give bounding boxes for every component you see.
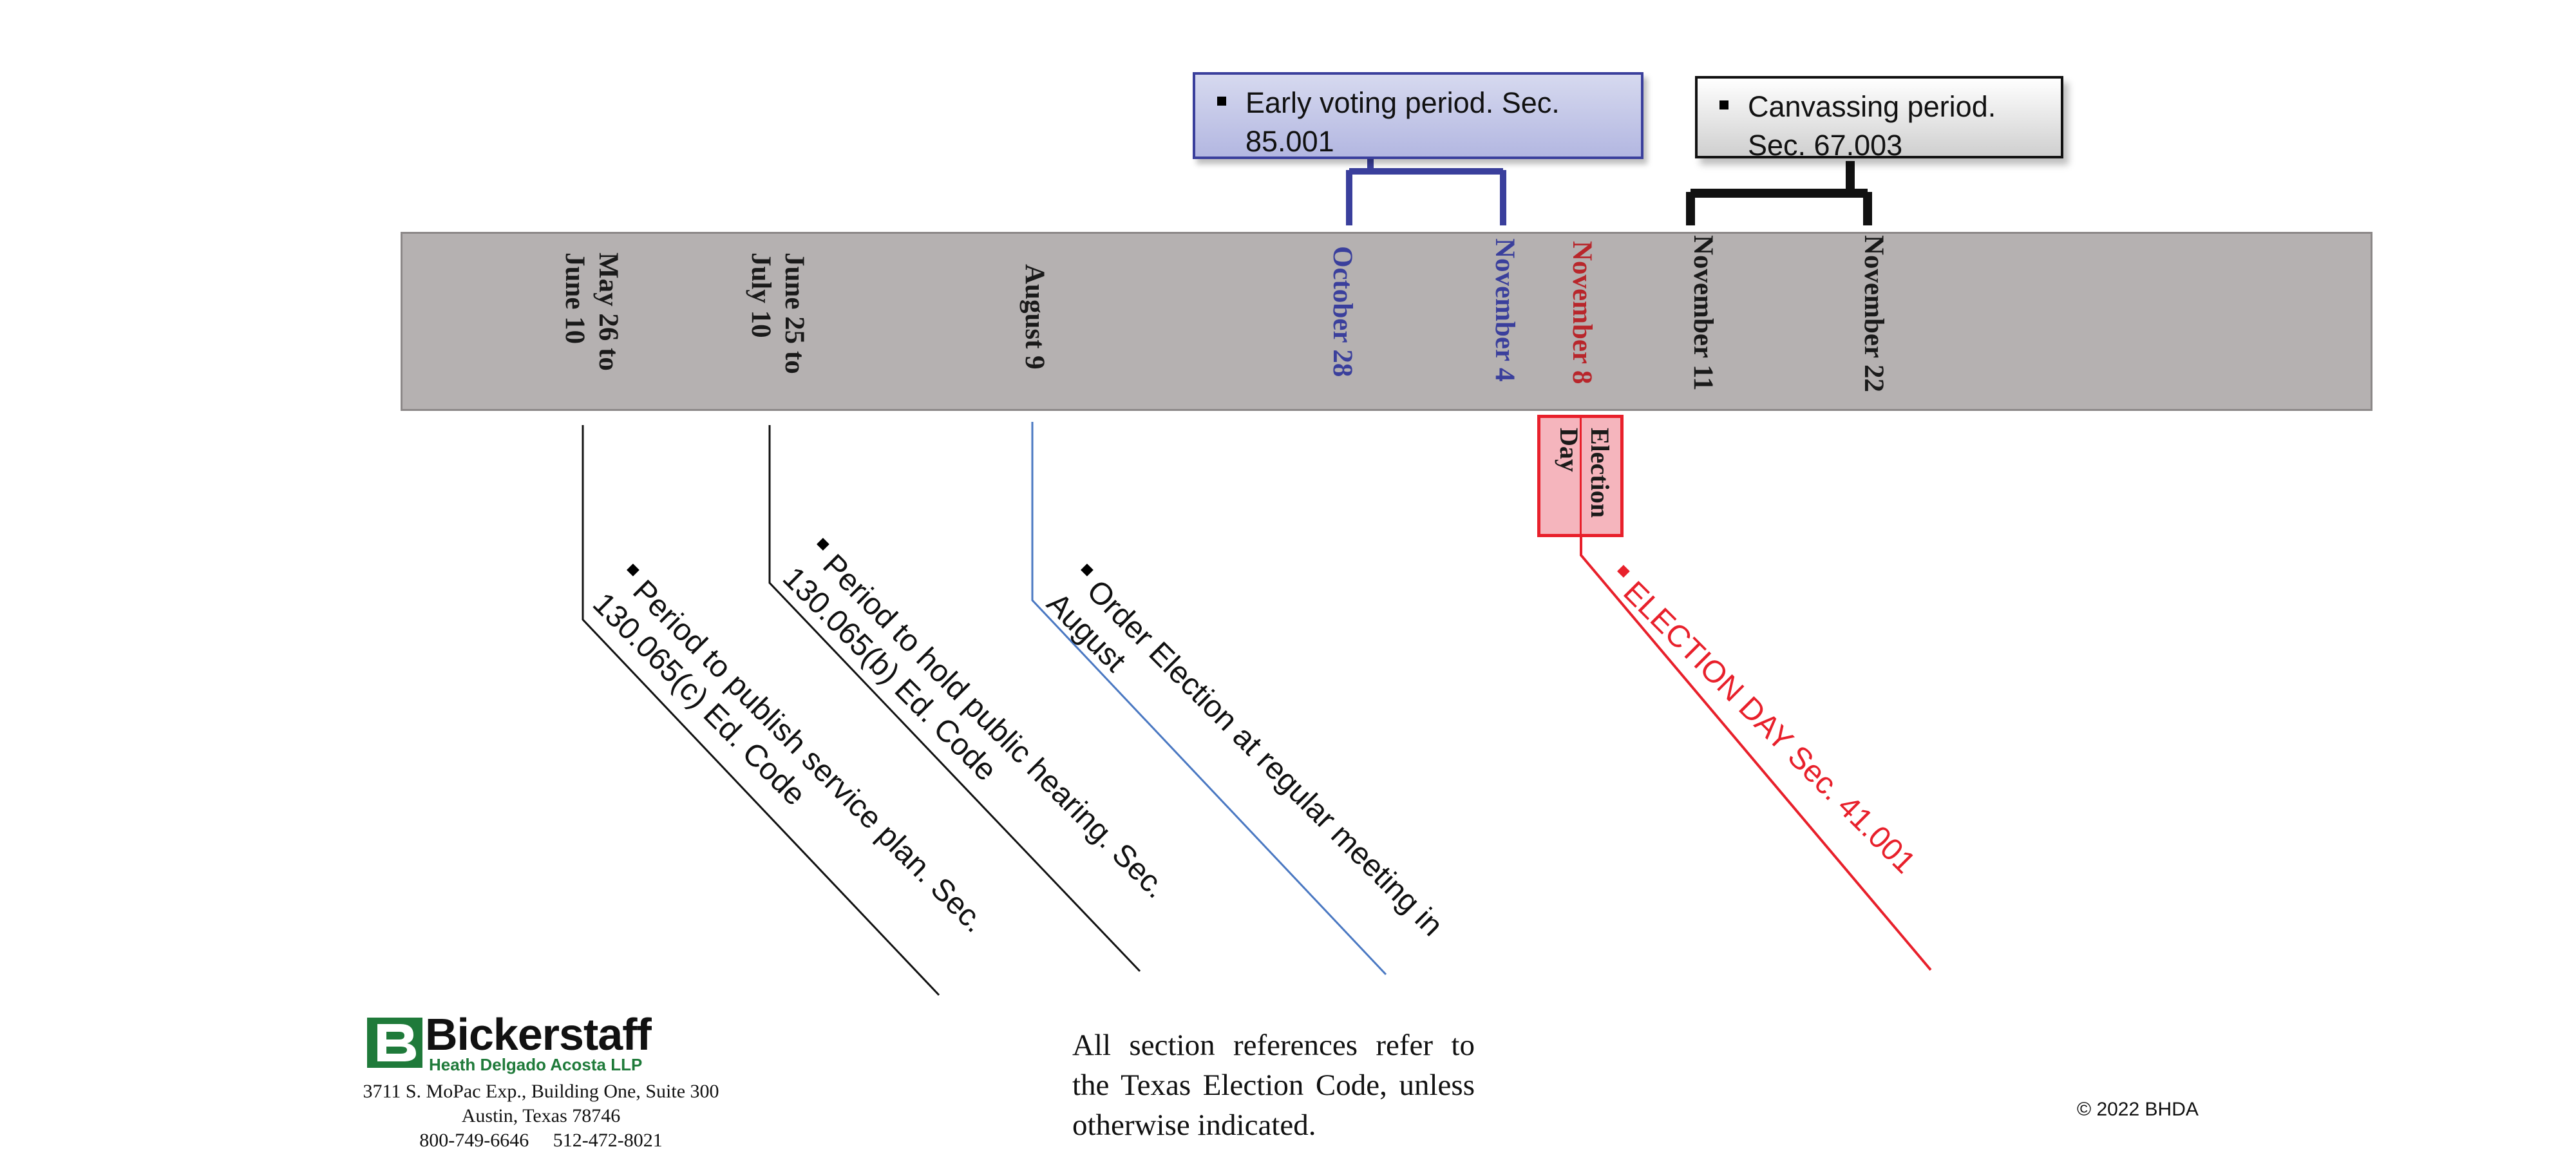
early-voting-callout: Early voting period. Sec. 85.001 [1193,72,1643,159]
bullet-icon [1217,97,1226,106]
firm-phones: 800-749-6646 512-472-8021 [419,1130,663,1151]
date-nov8: November 8 [1567,241,1597,384]
early-voting-bracket [1346,159,1506,225]
date-nov11: November 11 [1688,235,1718,391]
bickerstaff-logo-icon [367,1018,422,1068]
canvassing-callout: Canvassing period. Sec. 67.003 [1695,76,2063,162]
copyright: © 2022 BHDA [2077,1099,2199,1120]
election-day-divider [1580,417,1582,535]
public-hearing-line [768,425,1141,973]
date-nov22: November 22 [1859,235,1889,393]
timeline-band [401,232,2372,411]
address-line-1: 3711 S. MoPac Exp., Building One, Suite … [363,1081,719,1102]
firm-address: 3711 S. MoPac Exp., Building One, Suite … [335,1079,747,1153]
election-day-line [1580,537,1932,971]
address-line-2: Austin, Texas 78746 [461,1105,621,1126]
bullet-icon [1719,100,1728,109]
order-election-line [1031,422,1387,976]
date-aug9: August 9 [1019,264,1050,370]
canvassing-bracket [1686,161,1872,225]
early-voting-text: Early voting period. Sec. 85.001 [1245,86,1560,158]
service-plan-line [582,425,940,996]
date-nov4: November 4 [1490,238,1520,382]
date-oct28: October 28 [1327,246,1358,377]
firm-name: Bickerstaff [425,1009,652,1059]
firm-subtitle: Heath Delgado Acosta LLP [429,1055,643,1074]
footnote: All section references refer to the Texa… [1072,1029,1475,1142]
canvassing-text: Canvassing period. Sec. 67.003 [1748,90,1996,162]
